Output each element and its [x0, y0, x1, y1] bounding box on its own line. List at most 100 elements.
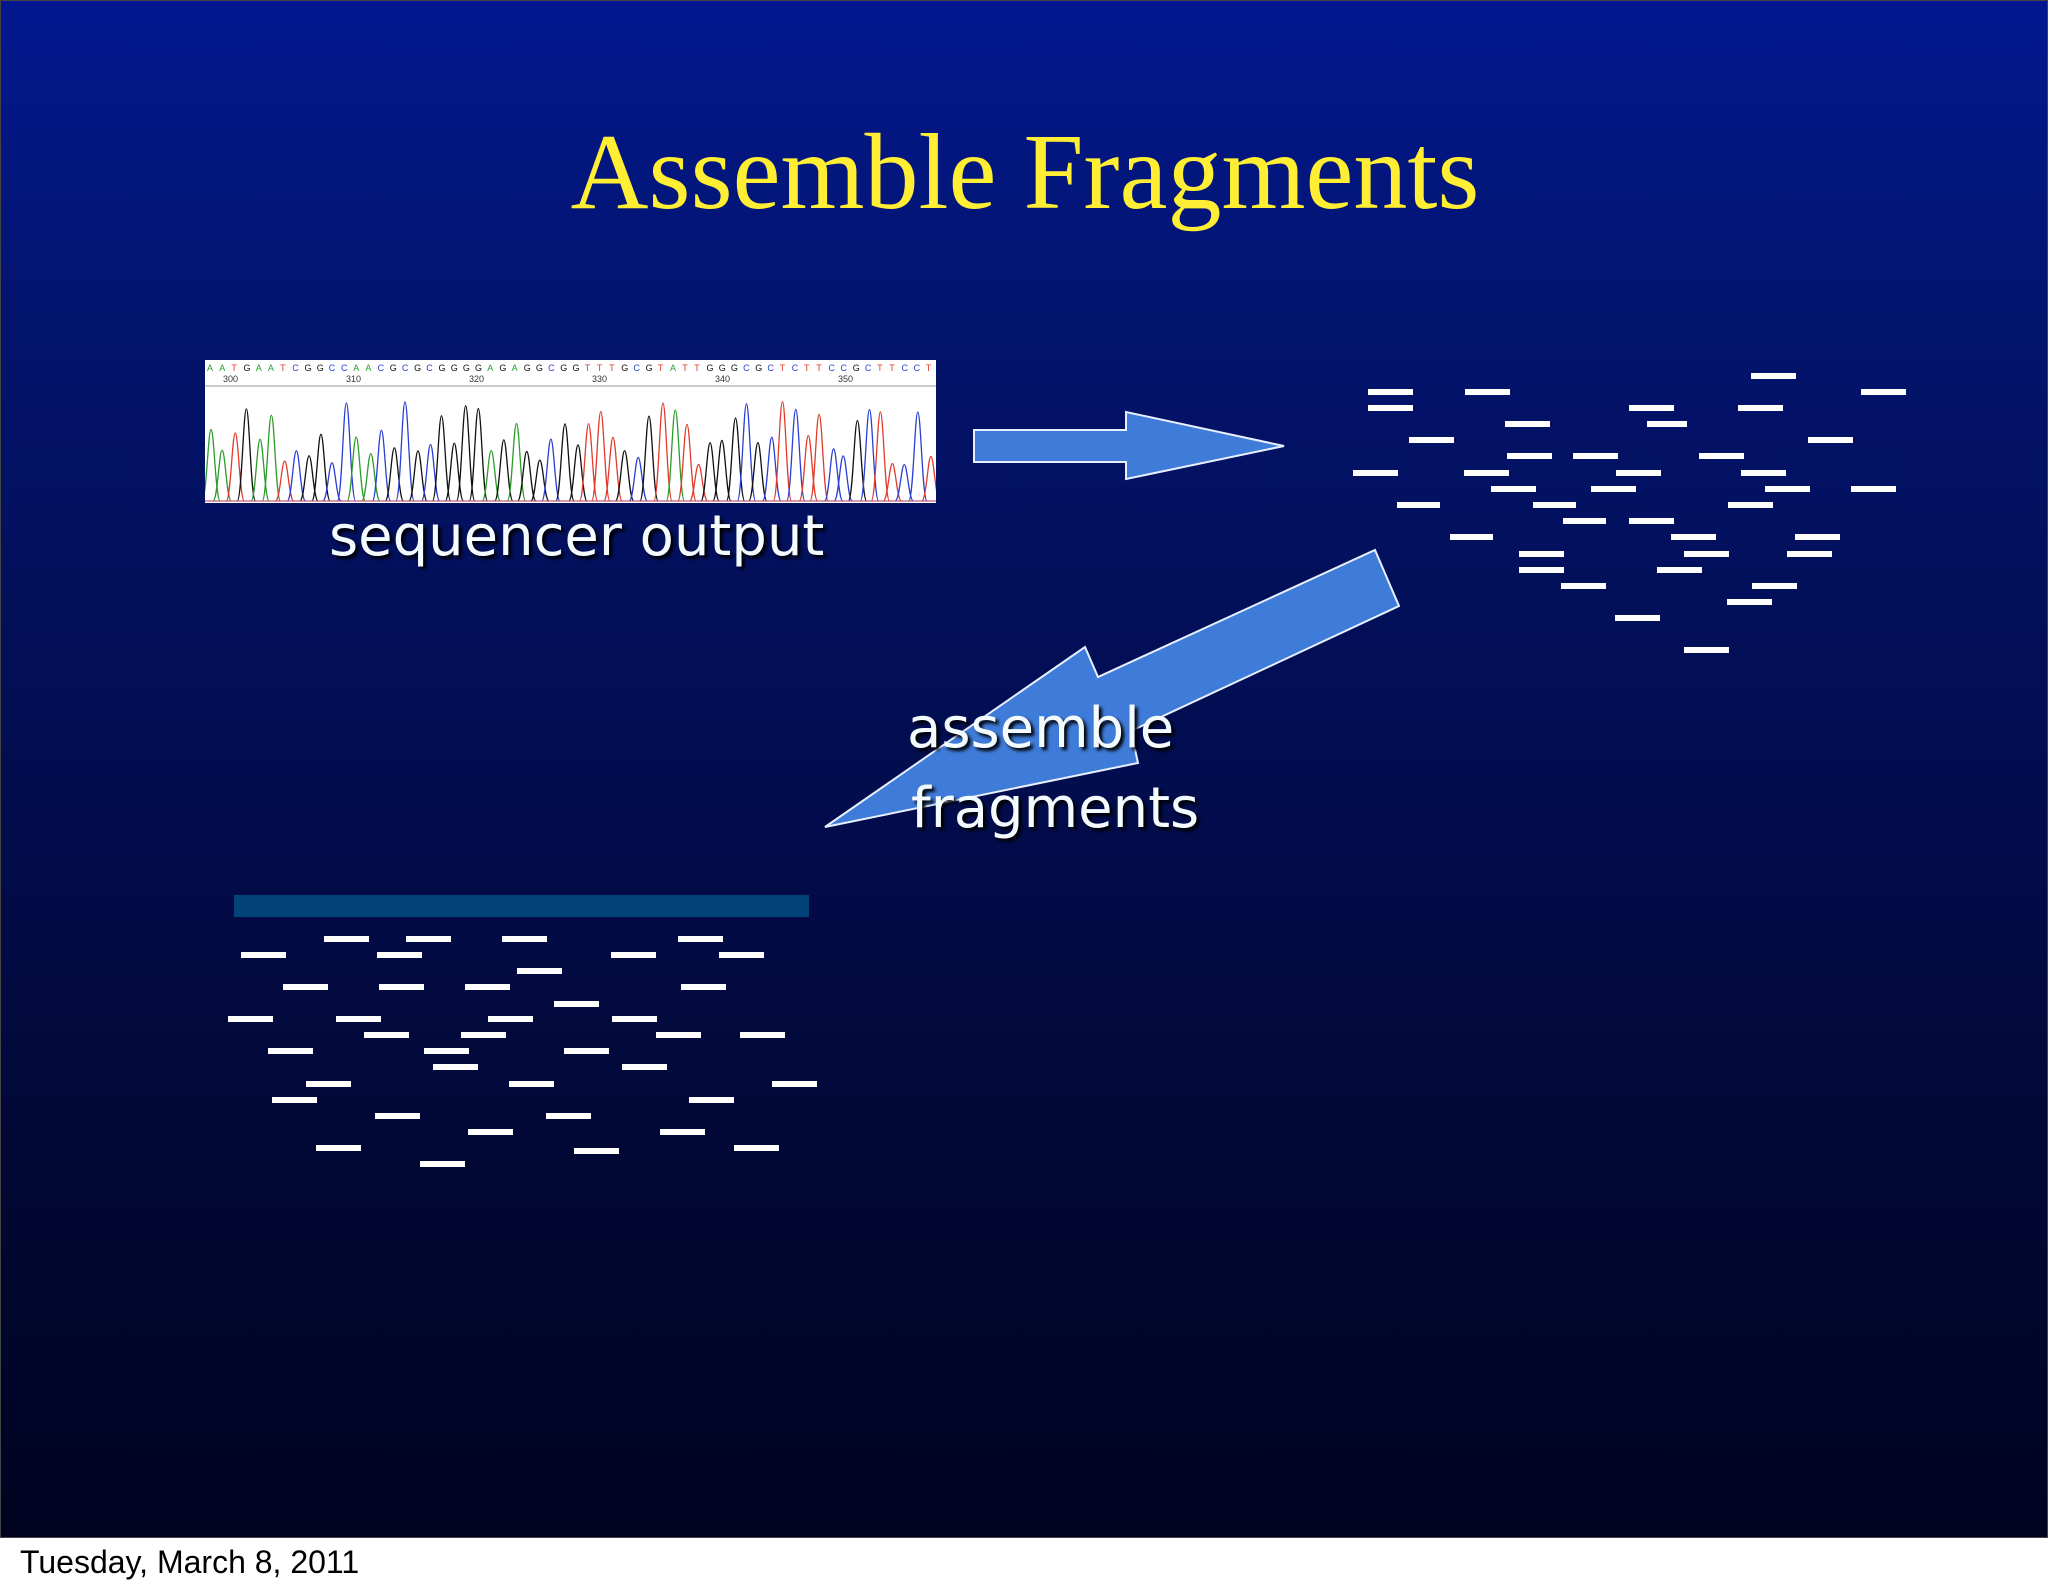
slide-title: Assemble Fragments: [570, 113, 1480, 232]
read-fragment: [1751, 373, 1796, 379]
trace-peak: [408, 450, 428, 502]
base-letter: C: [828, 363, 835, 373]
base-letter: A: [365, 363, 371, 373]
base-letter: T: [231, 363, 237, 373]
base-letter: G: [646, 363, 653, 373]
read-fragment: [336, 1016, 381, 1022]
trace-peak: [371, 429, 392, 502]
trace-peak: [653, 402, 673, 502]
base-letter: C: [329, 363, 336, 373]
read-fragment: [1591, 486, 1636, 492]
read-fragment: [681, 984, 726, 990]
read-fragment: [734, 1145, 779, 1151]
trace-peak: [516, 450, 537, 502]
read-fragment: [1629, 405, 1674, 411]
trace-peak: [420, 443, 441, 502]
read-fragment: [1519, 551, 1564, 557]
read-fragment: [1464, 470, 1509, 476]
read-fragment: [461, 1032, 506, 1038]
base-letter: G: [499, 363, 506, 373]
base-letter: C: [841, 363, 848, 373]
read-fragment: [1728, 502, 1773, 508]
read-fragment: [517, 968, 562, 974]
read-fragment: [468, 1129, 513, 1135]
trace-peak: [590, 410, 611, 502]
base-letter: C: [426, 363, 433, 373]
base-letter: C: [792, 363, 799, 373]
read-fragment: [283, 984, 328, 990]
trace-peak: [455, 405, 476, 502]
base-letter: C: [743, 363, 750, 373]
base-letter: A: [256, 363, 262, 373]
base-letter: T: [877, 363, 883, 373]
trace-peak: [677, 423, 697, 502]
base-letter: A: [487, 363, 493, 373]
base-letter: G: [390, 363, 397, 373]
trace-peak: [541, 438, 561, 502]
read-fragment: [611, 952, 656, 958]
scattered-reads: [1353, 373, 1906, 653]
read-fragment: [656, 1032, 701, 1038]
trace-peak: [261, 414, 282, 502]
read-fragment: [1765, 486, 1810, 492]
read-fragment: [268, 1048, 313, 1054]
trace-peak: [361, 453, 381, 502]
read-fragment: [622, 1064, 667, 1070]
read-fragment: [1684, 551, 1729, 557]
base-letter: G: [536, 363, 543, 373]
trace-peak: [322, 462, 342, 502]
read-fragment: [509, 1081, 554, 1087]
diagonal-arrow: [824, 548, 1401, 828]
read-fragment: [1409, 437, 1454, 443]
base-letter: G: [463, 363, 470, 373]
read-fragment: [1563, 518, 1606, 524]
base-letter: C: [548, 363, 555, 373]
trace-peak: [628, 456, 649, 502]
trace-peak: [761, 436, 782, 502]
read-fragment: [1368, 405, 1413, 411]
base-letter: C: [292, 363, 299, 373]
read-fragment: [377, 952, 422, 958]
base-position: 320: [469, 374, 484, 384]
read-fragment: [1795, 534, 1840, 540]
read-fragment: [1465, 389, 1510, 395]
sequencer-output-label: sequencer output: [329, 504, 825, 569]
trace-peak: [614, 449, 635, 502]
read-fragment: [574, 1148, 619, 1154]
aligned-reads: [228, 936, 817, 1167]
read-fragment: [1684, 647, 1729, 653]
footer-date: Tuesday, March 8, 2011: [20, 1544, 360, 1580]
read-fragment: [324, 936, 369, 942]
base-letter: T: [804, 363, 810, 373]
base-position: 300: [223, 374, 238, 384]
base-letter: A: [353, 363, 359, 373]
base-letter: T: [597, 363, 603, 373]
read-fragment: [488, 1016, 533, 1022]
read-fragment: [364, 1032, 409, 1038]
base-letter: T: [889, 363, 895, 373]
read-fragment: [1851, 486, 1896, 492]
base-letter: C: [341, 363, 348, 373]
read-fragment: [564, 1048, 609, 1054]
trace-peak: [772, 400, 793, 502]
read-fragment: [678, 936, 723, 942]
base-letter: C: [865, 363, 872, 373]
read-fragment: [1505, 421, 1550, 427]
base-letter: G: [621, 363, 628, 373]
assemble-label-line1: assemble: [907, 696, 1175, 761]
assemble-label-line2: fragments: [911, 776, 1200, 841]
read-fragment: [228, 1016, 273, 1022]
base-letter: G: [731, 363, 738, 373]
read-fragment: [1561, 583, 1606, 589]
base-letter: T: [926, 363, 932, 373]
base-letter: T: [280, 363, 286, 373]
trace-peak: [894, 463, 915, 502]
base-letter: G: [573, 363, 580, 373]
read-fragment: [1629, 518, 1674, 524]
base-letter: T: [585, 363, 591, 373]
read-fragment: [1671, 534, 1716, 540]
trace-peak: [431, 415, 452, 502]
base-letter: G: [475, 363, 482, 373]
trace-peak: [921, 455, 936, 502]
trace-peak: [568, 444, 588, 502]
